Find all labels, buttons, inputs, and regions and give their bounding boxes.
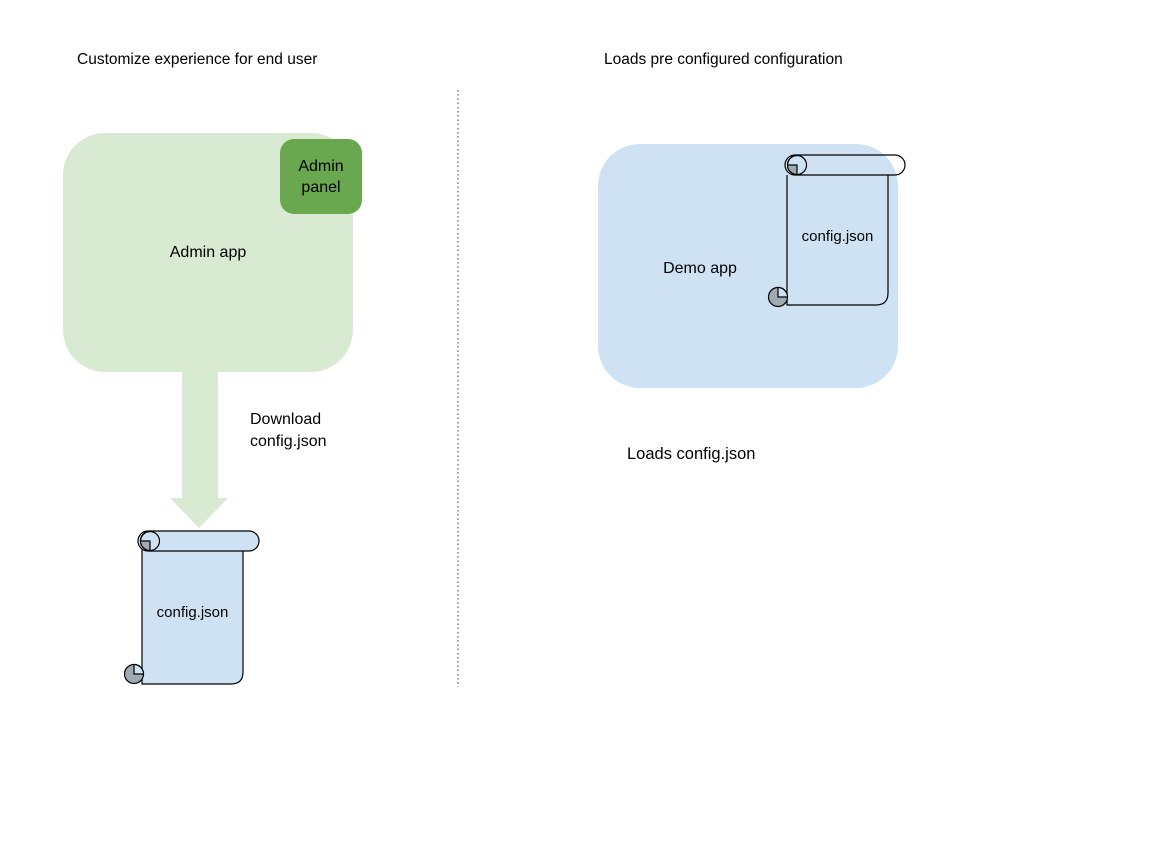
section-divider [457, 90, 459, 687]
config-json-scroll-icon-right [767, 154, 906, 308]
admin-panel-label: Admin panel [298, 157, 344, 196]
demo-app-label: Demo app [663, 260, 737, 277]
admin-panel-badge: Admin panel [280, 139, 362, 214]
config-json-scroll-icon [124, 530, 260, 685]
config-json-label-left: config.json [156, 604, 229, 621]
admin-app-label: Admin app [169, 244, 247, 261]
left-section-title: Customize experience for end user [77, 51, 318, 68]
demo-app-box [598, 144, 898, 388]
right-section-title: Loads pre configured configuration [604, 51, 843, 68]
download-arrow-label: Download config.json [250, 411, 327, 450]
download-arrow-icon [170, 370, 228, 528]
loads-config-caption: Loads config.json [627, 445, 756, 463]
config-json-label-right: config.json [801, 228, 874, 245]
